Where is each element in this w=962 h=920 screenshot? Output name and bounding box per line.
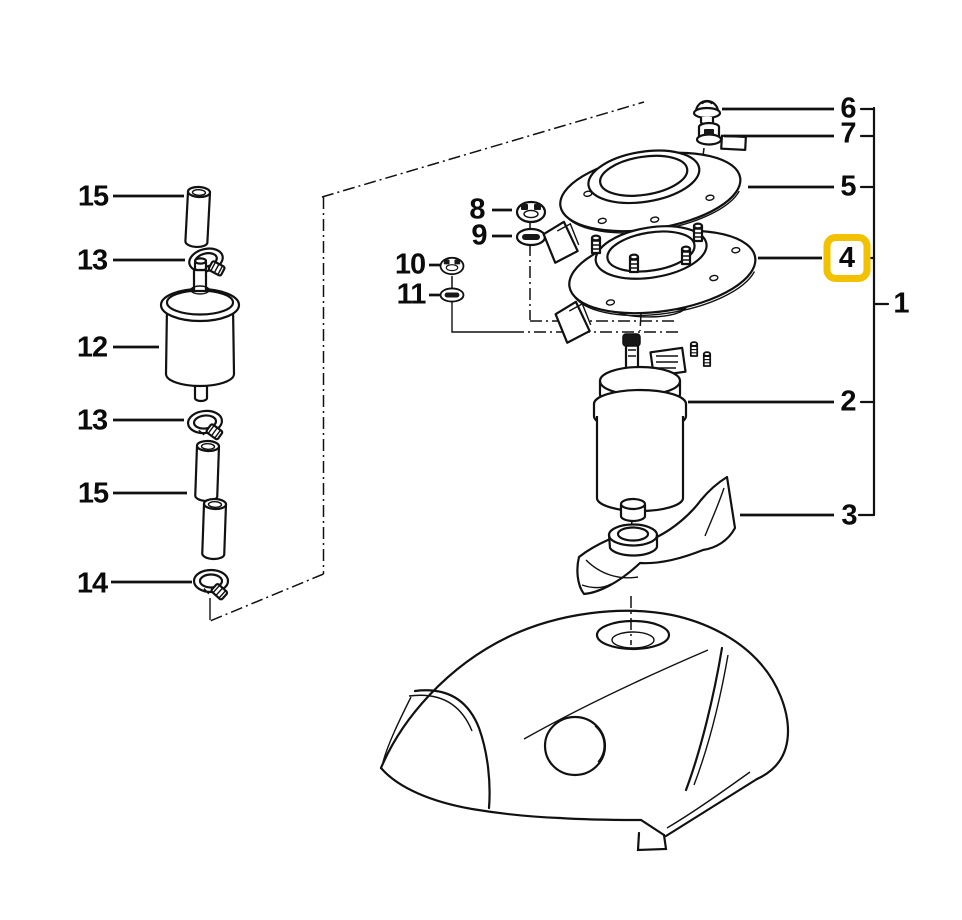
fuel-hose-upper — [184, 185, 212, 249]
callout-13-upper[interactable]: 13 — [76, 244, 108, 277]
callout-7[interactable]: 7 — [840, 117, 856, 150]
fuel-hose-lower-1 — [193, 439, 221, 503]
callout-10[interactable]: 10 — [394, 248, 426, 281]
callout-12[interactable]: 12 — [76, 331, 108, 364]
hose-clamp-bottom — [187, 560, 235, 603]
callout-2[interactable]: 2 — [840, 385, 856, 418]
callout-3[interactable]: 3 — [841, 499, 857, 532]
callout-15-upper[interactable]: 15 — [77, 180, 109, 213]
fuel-tank — [379, 609, 790, 852]
washer-9 — [515, 227, 547, 247]
callout-11[interactable]: 11 — [396, 278, 427, 311]
nut-10 — [439, 256, 465, 276]
intake-funnel-3 — [576, 475, 737, 596]
nut-7 — [695, 121, 723, 146]
hose-clamp-mid — [182, 403, 228, 442]
callout-4-highlighted[interactable]: 4 — [823, 234, 871, 282]
fuel-filter — [159, 257, 241, 403]
callout-1[interactable]: 1 — [893, 287, 909, 320]
callout-5[interactable]: 5 — [840, 170, 856, 203]
washer-11 — [439, 287, 465, 303]
callout-14[interactable]: 14 — [76, 567, 108, 600]
callout-8[interactable]: 8 — [469, 193, 485, 226]
cap-nut-6 — [692, 99, 722, 126]
fuel-hose-lower-2 — [200, 497, 228, 561]
callout-6[interactable]: 6 — [840, 92, 856, 125]
retaining-flange-ring-5 — [542, 134, 747, 264]
leader-lines — [111, 107, 834, 584]
bracket-line — [857, 106, 890, 517]
callout-9[interactable]: 9 — [471, 219, 487, 252]
pump-mounting-flange-4 — [554, 225, 757, 344]
callout-13-lower[interactable]: 13 — [76, 404, 108, 437]
nut-8 — [515, 200, 547, 224]
fuel-pump-2 — [592, 333, 712, 523]
callout-15-lower[interactable]: 15 — [77, 477, 109, 510]
